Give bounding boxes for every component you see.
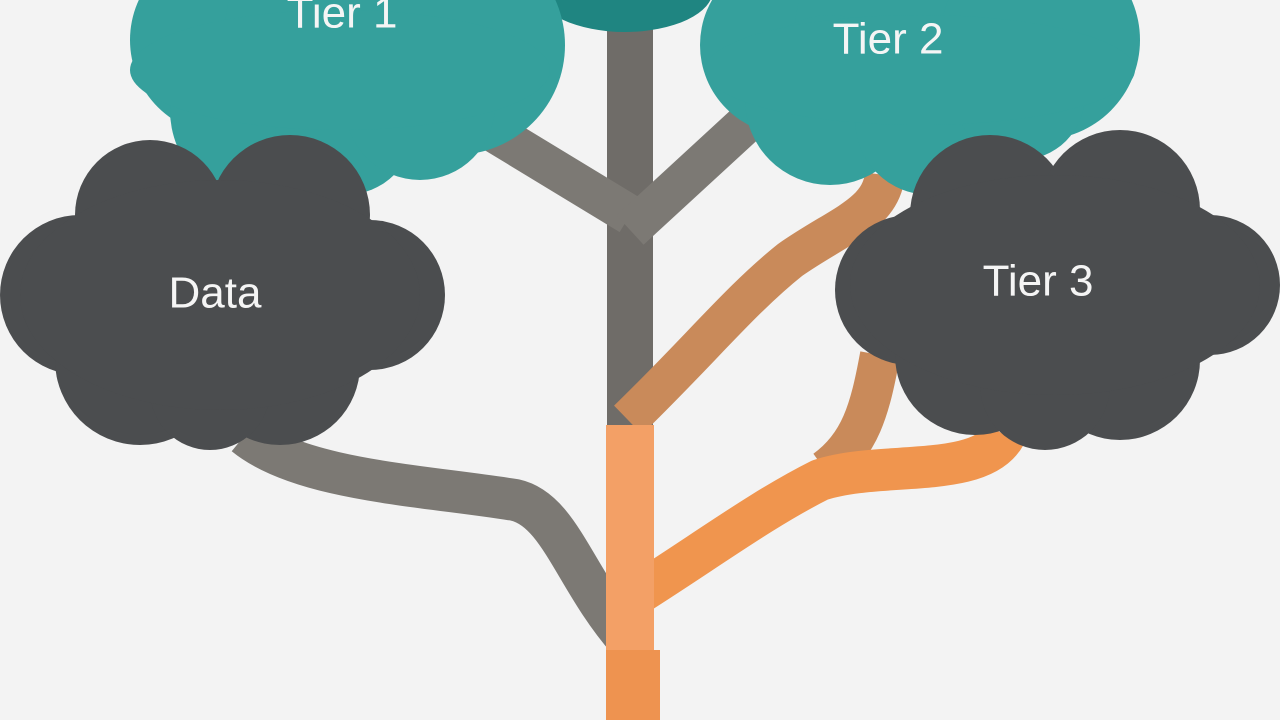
- trunk-base-highlight: [606, 650, 660, 720]
- tier3-cloud: [835, 130, 1280, 450]
- branch-to-tier1: [479, 112, 641, 233]
- data-label: Data: [169, 269, 262, 318]
- branch-to-tier2: [616, 100, 769, 245]
- tier2-label: Tier 2: [833, 15, 944, 64]
- top-center-cloud: [539, 0, 711, 32]
- tier1-label: Tier 1: [287, 0, 398, 38]
- data-cloud: [0, 135, 445, 450]
- tier1-cloud: [130, 0, 565, 205]
- branch-from-data: [231, 418, 644, 654]
- branch-orange-to-tier3: [616, 422, 1024, 618]
- tier2-cloud: [700, 0, 1140, 195]
- branch-brown-to-tier2: [614, 171, 905, 435]
- tier3-label: Tier 3: [983, 257, 1094, 306]
- branches: [231, 20, 1024, 720]
